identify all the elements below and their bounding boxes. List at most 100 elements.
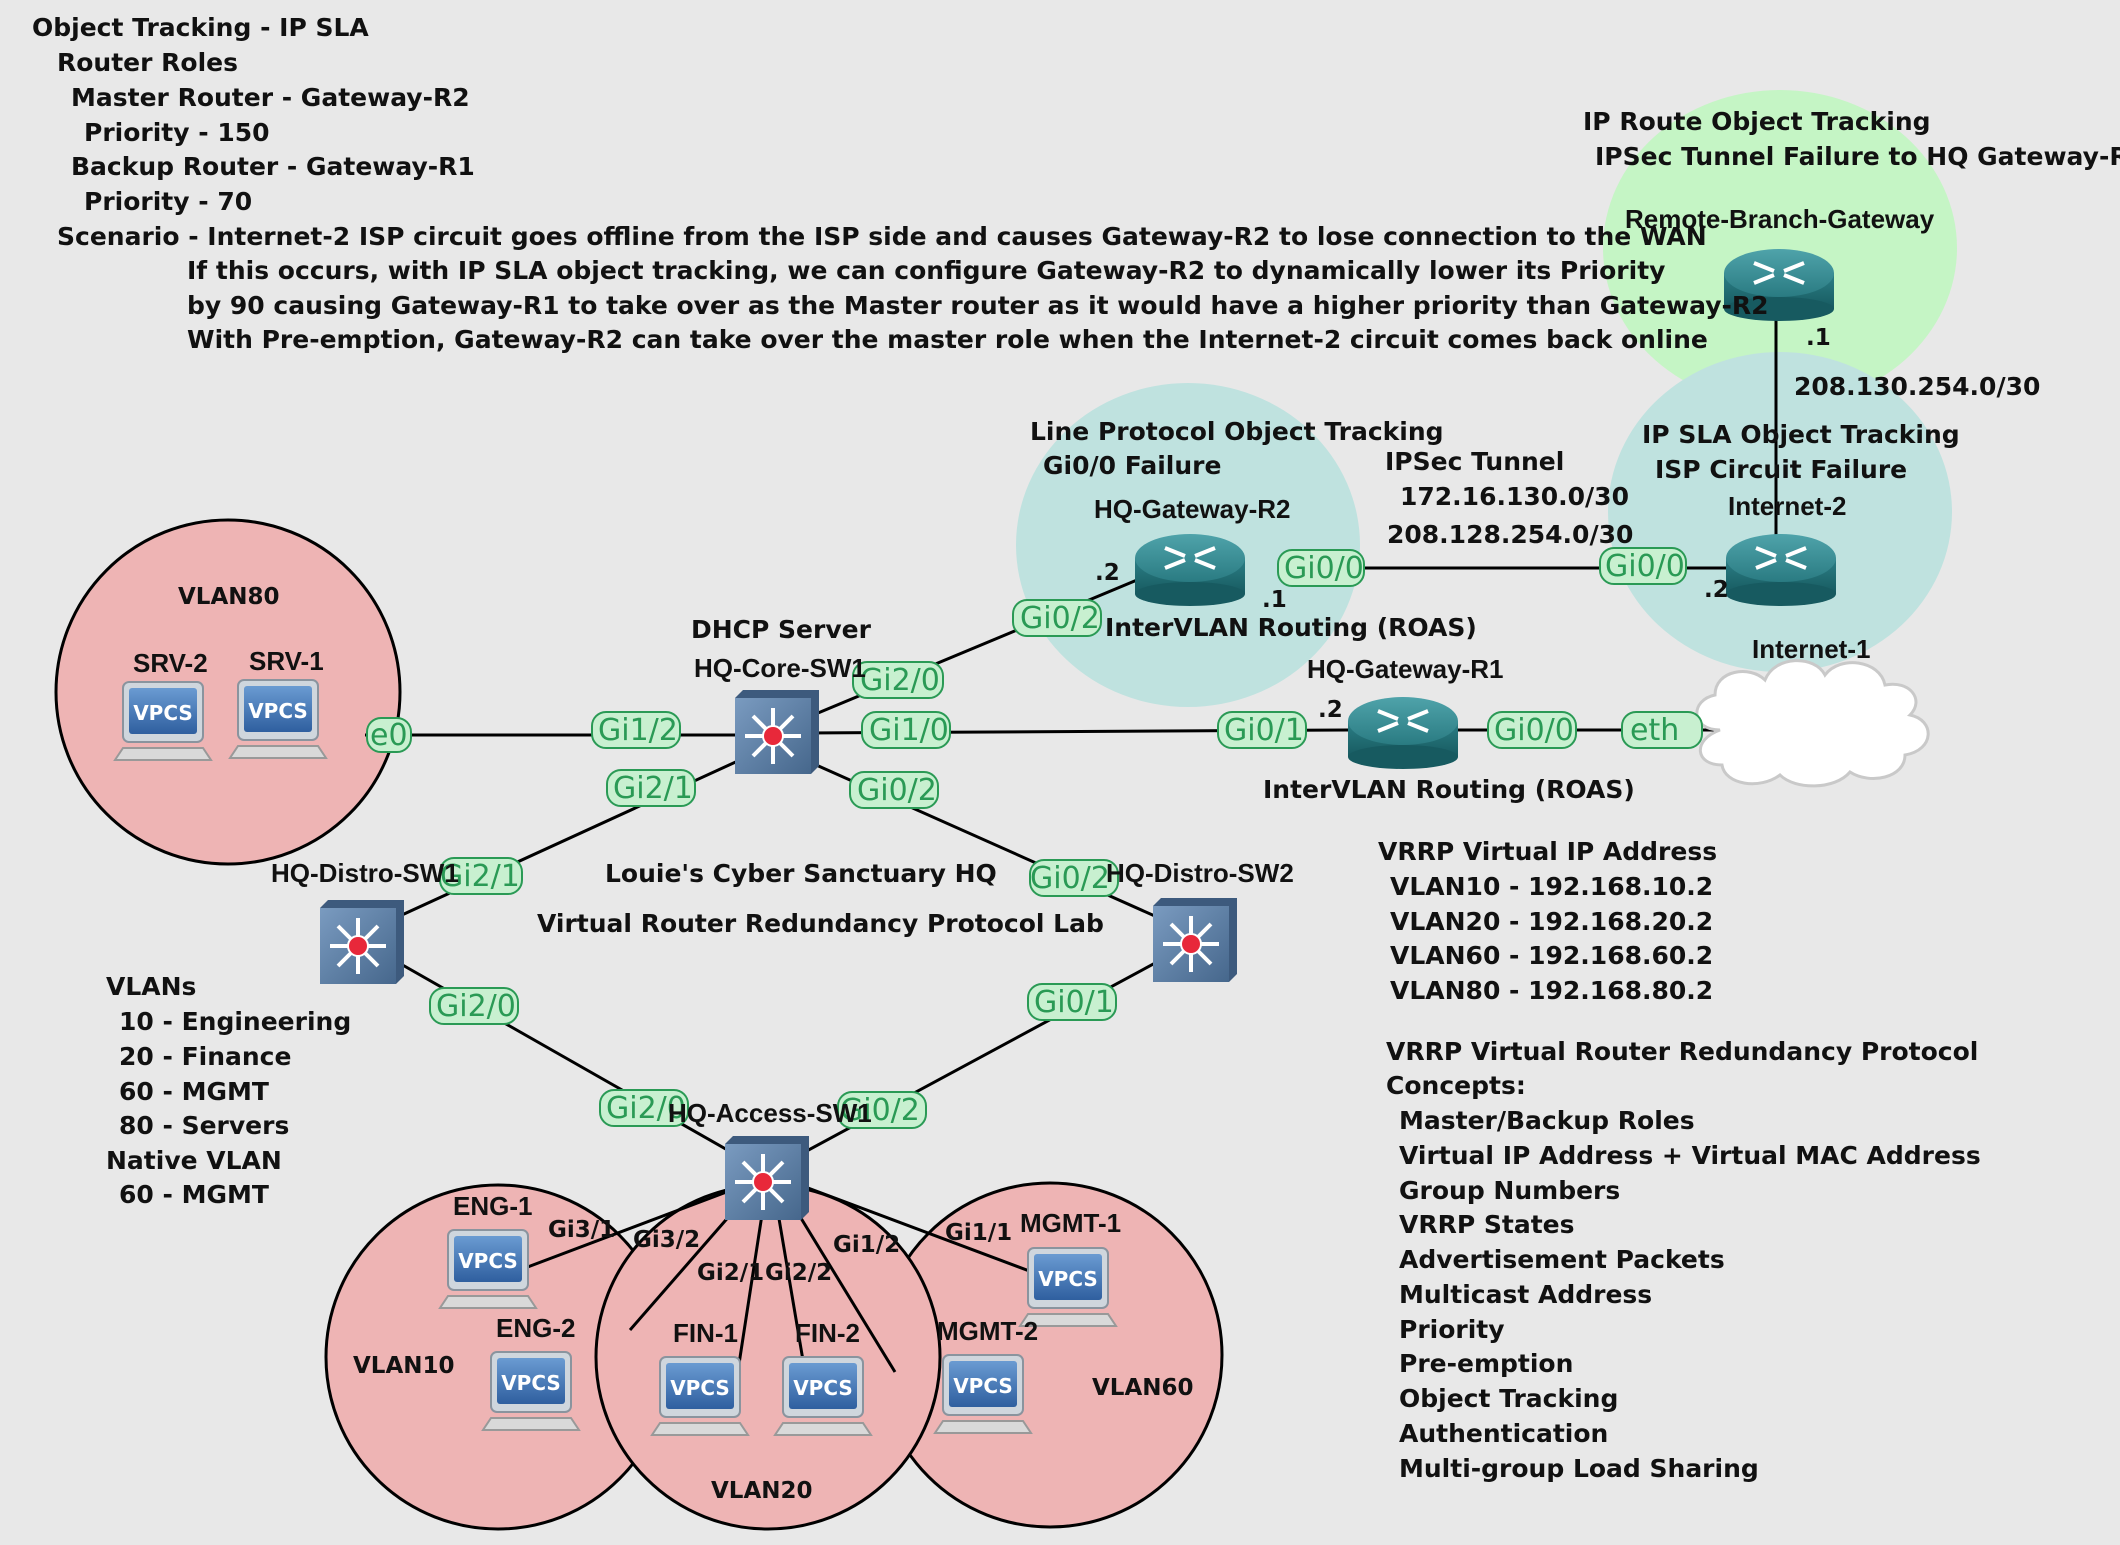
concept-item: Master/Backup Roles [1399, 1106, 1695, 1135]
interface-label: Gi0/1 [1224, 713, 1304, 748]
annotation-text: ISP Circuit Failure [1655, 455, 1907, 484]
vpcs-icon[interactable]: VPCS [228, 679, 328, 759]
ip-host-label: .2 [1704, 577, 1729, 603]
concepts-header: VRRP Virtual Router Redundancy Protocol [1386, 1037, 1978, 1066]
annotation-text: InterVLAN Routing (ROAS) [1105, 613, 1477, 642]
notes-text: Master Router - Gateway-R2 [71, 83, 470, 112]
cloud-icon[interactable] [1695, 659, 1930, 788]
vrrp-vip-list: VRRP Virtual IP Address VLAN10 - 192.168… [1378, 837, 1717, 1005]
device-label: MGMT-2 [937, 1316, 1038, 1346]
interface-label: Gi3/2 [633, 1227, 700, 1253]
concept-item: Object Tracking [1399, 1384, 1618, 1413]
vpcs-label: VPCS [458, 1249, 518, 1273]
annotation-text: 208.130.254.0/30 [1794, 372, 2040, 401]
concept-item: Virtual IP Address + Virtual MAC Address [1399, 1141, 1981, 1170]
notes-text: Router Roles [57, 48, 238, 77]
router-icon[interactable] [1348, 697, 1458, 769]
concepts-header: Concepts: [1386, 1071, 1526, 1100]
annotation-text: IPSec Tunnel Failure to HQ Gateway-R2 [1595, 142, 2120, 171]
device-label: ENG-1 [453, 1191, 532, 1221]
vpcs-label: VPCS [133, 701, 193, 725]
annotation-text: InterVLAN Routing (ROAS) [1263, 775, 1635, 804]
interface-label: Gi2/2 [765, 1260, 832, 1286]
device-label: FIN-1 [673, 1318, 738, 1348]
vlan-legend: VLANs 10 - Engineering 20 - Finance 60 -… [106, 972, 351, 1209]
notes-text: Backup Router - Gateway-R1 [71, 152, 475, 181]
switch-icon[interactable] [1153, 898, 1237, 982]
concept-item: Multicast Address [1399, 1280, 1652, 1309]
interface-label: Gi1/2 [833, 1232, 900, 1258]
vpcs-icon[interactable]: VPCS [481, 1351, 581, 1431]
interface-label: Gi2/1 [440, 859, 520, 894]
router-icon[interactable] [1726, 534, 1836, 606]
annotation-text: Louie's Cyber Sanctuary HQ [605, 859, 997, 888]
device-label: HQ-Access-SW1 [668, 1098, 872, 1128]
interface-label: Gi0/0 [1494, 713, 1574, 748]
switch-icon[interactable] [320, 900, 404, 984]
interface-label: Gi2/0 [860, 663, 940, 698]
concept-item: VRRP States [1399, 1210, 1575, 1239]
diagram-annotations: IP Route Object Tracking IPSec Tunnel Fa… [537, 107, 2120, 938]
legend-item: 60 - MGMT [119, 1077, 269, 1106]
annotation-text: DHCP Server [691, 615, 872, 644]
zone-label: VLAN10 [353, 1353, 455, 1379]
device-labels: Remote-Branch-Gateway Internet-2 Interne… [133, 204, 1935, 1348]
interface-labels: e0 Gi1/2 Gi2/0 Gi1/0 Gi2/1 Gi0/2 Gi0/2 G… [366, 325, 1831, 1286]
zone-label: VLAN80 [178, 584, 280, 610]
vip-item: VLAN80 - 192.168.80.2 [1390, 976, 1713, 1005]
annotation-text: Line Protocol Object Tracking [1030, 417, 1444, 446]
interface-label: eth [1630, 713, 1679, 748]
legend-header: VLANs [106, 972, 196, 1001]
vpcs-icon[interactable]: VPCS [1018, 1247, 1118, 1327]
device-label: SRV-2 [133, 648, 208, 678]
interface-label: Gi1/0 [869, 713, 949, 748]
annotation-text: IP Route Object Tracking [1583, 107, 1931, 136]
notes-text: If this occurs, with IP SLA object track… [187, 256, 1665, 285]
concept-item: Priority [1399, 1315, 1505, 1344]
vpcs-icon[interactable]: VPCS [773, 1356, 873, 1436]
notes-text: Scenario - Internet-2 ISP circuit goes o… [57, 222, 1707, 251]
vpcs-icon[interactable]: VPCS [650, 1356, 750, 1436]
annotation-text: 208.128.254.0/30 [1387, 520, 1633, 549]
vpcs-label: VPCS [670, 1376, 730, 1400]
vpcs-icon[interactable]: VPCS [438, 1229, 538, 1309]
interface-label: Gi2/1 [697, 1260, 764, 1286]
interface-label: Gi0/2 [857, 773, 937, 808]
switch-icon[interactable] [735, 690, 819, 774]
legend-item: 20 - Finance [119, 1042, 291, 1071]
annotation-text: IP SLA Object Tracking [1642, 420, 1960, 449]
annotation-text: IPSec Tunnel [1385, 447, 1564, 476]
vpcs-icon[interactable]: VPCS [113, 681, 213, 761]
interface-label: Gi0/0 [1284, 551, 1364, 586]
device-label: MGMT-1 [1020, 1208, 1121, 1238]
vpcs-label: VPCS [793, 1376, 853, 1400]
router-icon[interactable] [1135, 534, 1245, 606]
router-icon[interactable] [1724, 249, 1834, 321]
interface-label: Gi2/0 [436, 989, 516, 1024]
vip-item: VLAN10 - 192.168.10.2 [1390, 872, 1713, 901]
notes-text: Priority - 150 [84, 118, 270, 147]
interface-label: Gi1/2 [598, 713, 678, 748]
interface-label: e0 [370, 718, 408, 753]
ip-host-label: .2 [1318, 697, 1343, 723]
ip-host-label: .1 [1262, 587, 1287, 613]
vip-header: VRRP Virtual IP Address [1378, 837, 1717, 866]
zone-label: VLAN20 [711, 1478, 813, 1504]
annotation-text: Gi0/0 Failure [1043, 451, 1221, 480]
interface-label: Gi3/1 [548, 1217, 615, 1243]
notes-text: With Pre-emption, Gateway-R2 can take ov… [187, 325, 1708, 354]
vpcs-icon[interactable]: VPCS [933, 1354, 1033, 1434]
scenario-notes: Object Tracking - IP SLA Router Roles Ma… [32, 13, 1769, 354]
interface-label: Gi0/0 [1605, 549, 1685, 584]
interface-label: Gi0/1 [1034, 985, 1114, 1020]
device-label: HQ-Gateway-R2 [1094, 494, 1291, 524]
notes-text: by 90 causing Gateway-R1 to take over as… [187, 291, 1769, 320]
interface-label: Gi0/2 [1030, 861, 1110, 896]
notes-title: Object Tracking - IP SLA [32, 13, 369, 42]
zone-labels: VLAN80 VLAN10 VLAN20 VLAN60 [178, 584, 1194, 1504]
concept-item: Multi-group Load Sharing [1399, 1454, 1759, 1483]
vpcs-label: VPCS [1038, 1267, 1098, 1291]
switch-icon[interactable] [725, 1136, 809, 1220]
vpcs-label: VPCS [248, 699, 308, 723]
